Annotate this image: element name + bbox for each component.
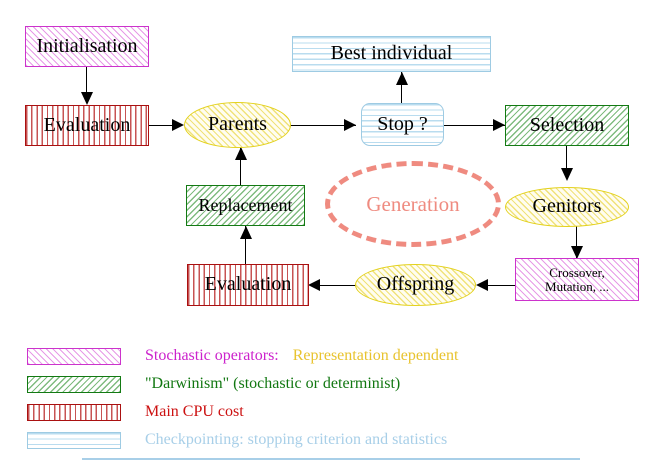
legend-label-darwinism: "Darwinism" (stochastic or determinist): [145, 375, 401, 392]
legend: Stochastic operators: Representation depe…: [0, 340, 662, 460]
edge-replacement-to-parents: [240, 147, 242, 185]
edge-stop-to-selection: [443, 125, 509, 127]
legend-label-stochastic-operators: Stochastic operators:: [145, 347, 279, 364]
node-stop[interactable]: Stop ?: [361, 103, 444, 146]
node-replacement[interactable]: Replacement: [186, 185, 305, 226]
arrowhead-right-selection: [493, 119, 505, 131]
legend-label-main-cpu-cost: Main CPU cost: [145, 403, 244, 420]
node-selection-label: Selection: [529, 113, 605, 136]
node-selection[interactable]: Selection: [505, 105, 629, 146]
generation-loop-ellipse: Generation: [325, 161, 501, 247]
legend-text-main-cpu-cost: Main CPU cost: [145, 401, 244, 423]
node-replacement-label: Replacement: [198, 194, 293, 215]
node-evaluation-bottom-label: Evaluation: [204, 273, 292, 296]
legend-text-stochastic-operators: Stochastic operators: Representation depe…: [145, 345, 458, 367]
node-evaluation-top-label: Evaluation: [43, 113, 131, 136]
legend-text-checkpointing: Checkpointing: stopping criterion and st…: [145, 429, 447, 451]
node-parents[interactable]: Parents: [184, 102, 291, 148]
arrowhead-down-crossover: [570, 246, 583, 259]
node-initialisation-label: Initialisation: [36, 34, 138, 57]
arrowhead-left-evaluation-bottom: [308, 279, 320, 291]
edge-evaluation-to-parents: [148, 125, 180, 127]
legend-label-representation-dependent: Representation dependent: [292, 347, 459, 364]
legend-text-darwinism: "Darwinism" (stochastic or determinist): [145, 373, 400, 395]
arrowhead-down-genitors: [560, 168, 573, 181]
edge-initialisation-to-evaluation: [86, 66, 88, 98]
edge-parents-to-stop: [290, 125, 356, 127]
arrowhead-up-parents: [234, 147, 247, 160]
node-offspring[interactable]: Offspring: [355, 264, 476, 306]
edge-offspring-to-evaluation: [310, 285, 358, 287]
arrowhead-down-initialisation: [80, 92, 93, 105]
arrowhead-left-offspring: [476, 279, 488, 291]
node-stop-label: Stop ?: [377, 112, 428, 135]
legend-swatch-green-diagonal-hatch-icon: [27, 376, 121, 393]
node-crossover-mutation[interactable]: Crossover, Mutation, ...: [515, 258, 639, 301]
arrowhead-up-best-individual: [395, 72, 408, 85]
footer-divider: [82, 458, 580, 460]
arrowhead-right-parents: [172, 119, 184, 131]
edge-selection-to-genitors: [566, 145, 568, 175]
edge-evaluation-to-replacement: [245, 226, 247, 266]
legend-swatch-red-vertical-hatch-icon: [27, 404, 121, 421]
node-evaluation-top[interactable]: Evaluation: [25, 105, 149, 146]
node-evaluation-bottom[interactable]: Evaluation: [187, 264, 309, 306]
edge-genitors-to-crossover: [576, 225, 578, 258]
edge-crossover-to-offspring: [478, 285, 516, 287]
arrowhead-up-replacement: [239, 226, 252, 239]
edge-stop-to-best-individual: [401, 72, 403, 104]
node-genitors[interactable]: Genitors: [505, 187, 629, 227]
legend-label-checkpointing: Checkpointing: stopping criterion and st…: [145, 431, 448, 448]
node-best-individual-label: Best individual: [330, 42, 453, 65]
generation-label: Generation: [366, 191, 460, 216]
legend-swatch-blue-horizontal-hatch-icon: [27, 432, 121, 449]
node-parents-label: Parents: [208, 113, 267, 136]
legend-swatch-magenta-diagonal-hatch-icon: [27, 348, 121, 365]
node-offspring-label: Offspring: [376, 273, 455, 296]
node-crossover-mutation-label: Crossover, Mutation, ...: [545, 264, 609, 294]
arrowhead-right-stop: [344, 119, 356, 131]
node-initialisation[interactable]: Initialisation: [25, 26, 149, 67]
node-genitors-label: Genitors: [532, 195, 602, 218]
node-best-individual[interactable]: Best individual: [292, 36, 491, 72]
